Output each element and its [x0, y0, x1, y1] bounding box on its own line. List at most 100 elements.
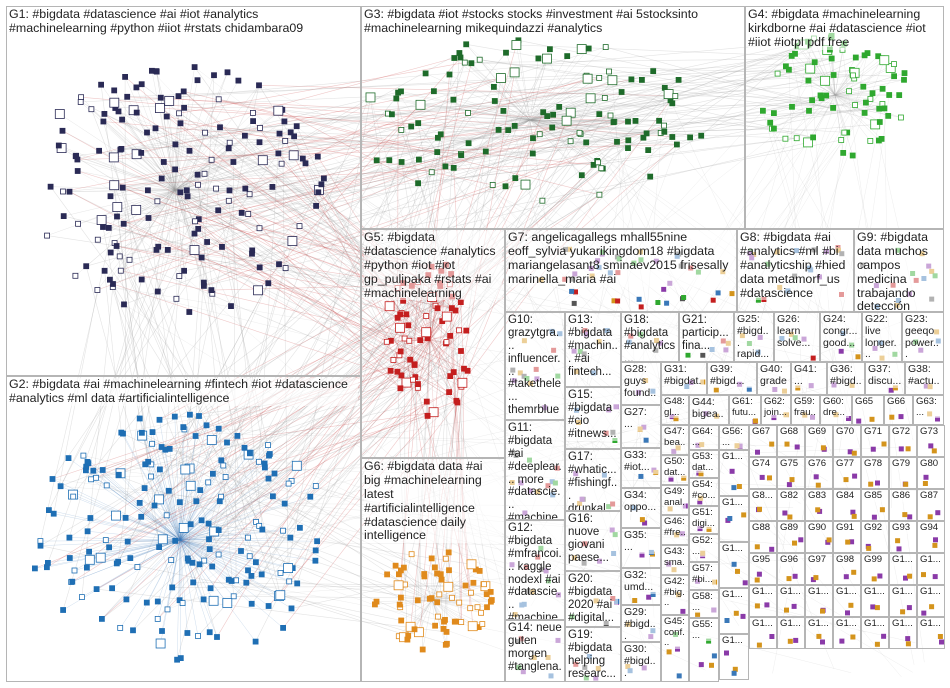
- edge: [414, 339, 431, 365]
- group-label: G1...: [722, 451, 746, 463]
- group-label: G94: [920, 522, 942, 534]
- group-label: G86: [892, 490, 914, 502]
- group-box-g6: G6: #bigdata data #ai big #machinelearni…: [361, 458, 505, 682]
- edge: [485, 119, 531, 152]
- graph-node: [144, 129, 150, 136]
- edge: [529, 119, 636, 122]
- group-box-g117: G1...: [719, 496, 749, 542]
- graph-node: [271, 470, 278, 477]
- graph-node: [817, 92, 824, 99]
- graph-node: [66, 555, 73, 561]
- graph-node: [676, 673, 682, 679]
- group-label: G6: #bigdata data #ai big #machinelearni…: [364, 459, 502, 544]
- graph-node: [215, 425, 222, 432]
- group-box-g91: G91: [833, 521, 861, 553]
- graph-node: [759, 474, 765, 480]
- graph-node: [443, 581, 454, 592]
- edge: [529, 58, 548, 121]
- group-label: G53: dat...: [692, 451, 716, 474]
- edge: [157, 189, 176, 292]
- group-box-g100: G1...: [889, 553, 917, 585]
- group-label: G68: [780, 426, 802, 438]
- graph-node: [203, 422, 210, 429]
- edge: [834, 94, 880, 123]
- edge: [61, 147, 176, 191]
- graph-node: [265, 603, 272, 609]
- edge: [47, 72, 228, 564]
- graph-node: [198, 517, 205, 524]
- graph-node: [222, 598, 233, 608]
- graph-node: [735, 568, 740, 574]
- graph-node: [178, 523, 189, 533]
- edge: [529, 119, 618, 143]
- edge: [168, 490, 181, 541]
- graph-node: [431, 564, 438, 571]
- graph-node: [784, 441, 790, 447]
- group-label: G1...: [864, 618, 886, 630]
- edge: [136, 154, 176, 191]
- graph-node: [234, 432, 241, 439]
- edge: [429, 330, 460, 341]
- group-box-g52: G52: ...: [689, 534, 719, 562]
- edge: [139, 502, 181, 541]
- graph-node: [792, 573, 798, 579]
- graph-node: [625, 137, 632, 144]
- edge: [115, 75, 854, 109]
- graph-node: [437, 131, 444, 138]
- graph-node: [256, 82, 262, 89]
- graph-node: [408, 551, 415, 558]
- graph-node: [185, 480, 196, 491]
- group-box-g67: G67: [749, 425, 777, 457]
- graph-node: [217, 124, 223, 131]
- group-box-g26: G26: learn solve...: [774, 312, 820, 362]
- graph-node: [698, 471, 704, 477]
- edge: [429, 339, 434, 413]
- graph-node: [77, 99, 84, 105]
- graph-node: [94, 236, 101, 243]
- graph-node: [715, 290, 721, 296]
- edge: [179, 539, 316, 551]
- graph-node: [115, 471, 122, 478]
- edge: [284, 126, 412, 504]
- edge: [159, 469, 181, 541]
- edge: [797, 46, 836, 96]
- graph-node: [468, 60, 475, 67]
- graph-node: [820, 75, 830, 86]
- edge: [264, 273, 452, 464]
- graph-node: [511, 123, 518, 129]
- graph-node: [891, 61, 897, 67]
- graph-node: [756, 571, 762, 577]
- group-label: G60: dre...: [823, 396, 849, 419]
- group-box-g71: G71: [861, 425, 889, 457]
- edge: [179, 527, 300, 541]
- edge: [532, 58, 832, 139]
- graph-node: [123, 596, 130, 603]
- graph-node: [441, 311, 452, 322]
- edge: [529, 46, 606, 121]
- group-box-g59: G59: frau...: [791, 395, 820, 425]
- edge: [121, 148, 176, 191]
- group-box-g25: G25: #bigd... rapid...: [734, 312, 774, 362]
- edge: [179, 537, 248, 541]
- group-box-g39: G39: #bigd...: [707, 362, 757, 395]
- edge: [159, 108, 176, 191]
- graph-node: [672, 93, 679, 99]
- graph-node: [253, 285, 263, 296]
- graph-node: [283, 563, 294, 573]
- graph-node: [787, 514, 793, 520]
- graph-node: [282, 265, 289, 272]
- graph-node: [176, 499, 183, 506]
- edge: [529, 119, 665, 133]
- edge: [174, 189, 317, 207]
- edge: [114, 184, 398, 289]
- graph-node: [695, 611, 701, 617]
- edge: [431, 585, 486, 601]
- graph-node: [307, 493, 314, 500]
- graph-node: [736, 484, 742, 489]
- edge: [417, 339, 431, 388]
- edge: [121, 432, 181, 541]
- edge: [179, 539, 188, 634]
- edge: [318, 127, 553, 193]
- edge: [114, 41, 809, 103]
- edge: [812, 94, 836, 138]
